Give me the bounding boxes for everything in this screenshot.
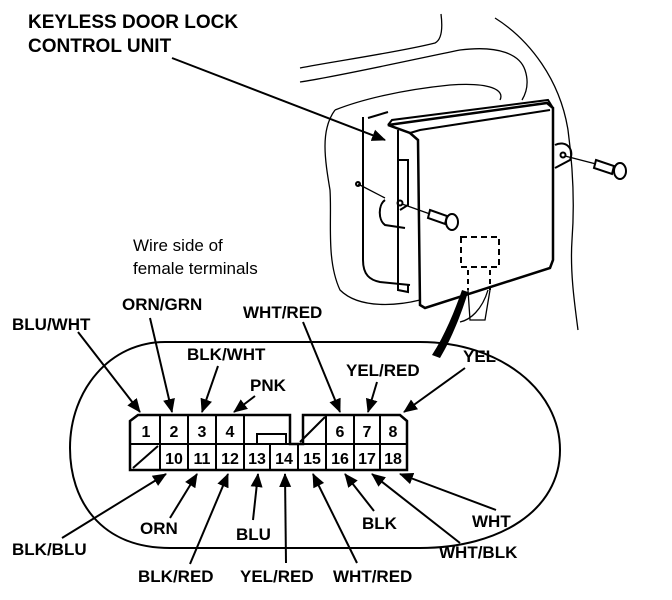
wire-label-pin-4: PNK xyxy=(250,376,287,395)
pin-8: 8 xyxy=(389,424,398,441)
pin-11: 11 xyxy=(194,451,211,468)
wire-label-pin-1: BLU/WHT xyxy=(12,315,91,334)
wire-label-pin-16: BLK xyxy=(362,514,398,533)
arrow-pointer xyxy=(233,395,256,413)
pin-17: 17 xyxy=(358,451,376,468)
note-line-1: Wire side of xyxy=(133,236,223,255)
pin-13: 13 xyxy=(248,451,266,468)
note-line-2: female terminals xyxy=(133,259,258,278)
wire-label-pin-6: WHT/RED xyxy=(243,303,322,322)
title-line-2: CONTROL UNIT xyxy=(28,36,172,57)
pin-10: 10 xyxy=(165,451,183,468)
pin-18: 18 xyxy=(384,451,402,468)
wire-label-pin-15: WHT/RED xyxy=(333,567,412,586)
connector-face xyxy=(128,413,409,472)
arrow-pointer xyxy=(371,473,461,544)
wire-label-pin-8: YEL xyxy=(463,347,496,366)
pin-7: 7 xyxy=(363,424,372,441)
wire-label-pin-7: YEL/RED xyxy=(346,361,420,380)
arrow-pointer xyxy=(61,473,167,539)
connector-oval xyxy=(68,341,562,549)
arrow-pointer xyxy=(403,367,466,413)
arrow-pointer xyxy=(189,473,229,565)
arrow-pointer xyxy=(365,381,378,413)
connector-outline xyxy=(432,236,500,358)
pin-14: 14 xyxy=(275,451,293,468)
pin-2: 2 xyxy=(170,424,179,441)
screw-icon xyxy=(564,155,627,180)
arrow-pointer xyxy=(399,472,497,511)
arrow-pointer xyxy=(169,473,198,519)
wire-label-pin-17: WHT/BLK xyxy=(439,543,518,562)
title-line-1: KEYLESS DOOR LOCK xyxy=(28,12,238,33)
arrow-pointer xyxy=(312,473,358,564)
pin-4: 4 xyxy=(226,424,235,441)
pin-15: 15 xyxy=(303,451,321,468)
title-leader-arrow xyxy=(171,57,386,141)
pin-6: 6 xyxy=(336,424,345,441)
screw-icon xyxy=(401,203,459,231)
arrow-pointer xyxy=(344,473,375,512)
wire-label-pin-10: BLK/BLU xyxy=(12,540,87,559)
control-unit-illustration xyxy=(299,13,579,331)
wire-label-pin-13: BLU xyxy=(236,525,271,544)
pin-3: 3 xyxy=(198,424,207,441)
wire-label-pin-14: YEL/RED xyxy=(240,567,314,586)
arrow-pointer xyxy=(149,317,175,413)
wire-label-pin-18: WHT xyxy=(472,512,511,531)
wire-label-pin-3: BLK/WHT xyxy=(187,345,266,364)
arrow-pointer xyxy=(302,321,341,413)
wire-label-pin-11: ORN xyxy=(140,519,178,538)
pin-1: 1 xyxy=(142,424,151,441)
wire-label-pin-12: BLK/RED xyxy=(138,567,214,586)
arrow-pointer xyxy=(77,331,141,413)
wire-label-pin-2: ORN/GRN xyxy=(122,295,202,314)
arrow-pointer xyxy=(200,365,219,413)
arrow-pointer xyxy=(250,473,263,521)
pin-16: 16 xyxy=(331,451,349,468)
pin-12: 12 xyxy=(221,451,239,468)
arrow-pointer xyxy=(279,473,292,564)
